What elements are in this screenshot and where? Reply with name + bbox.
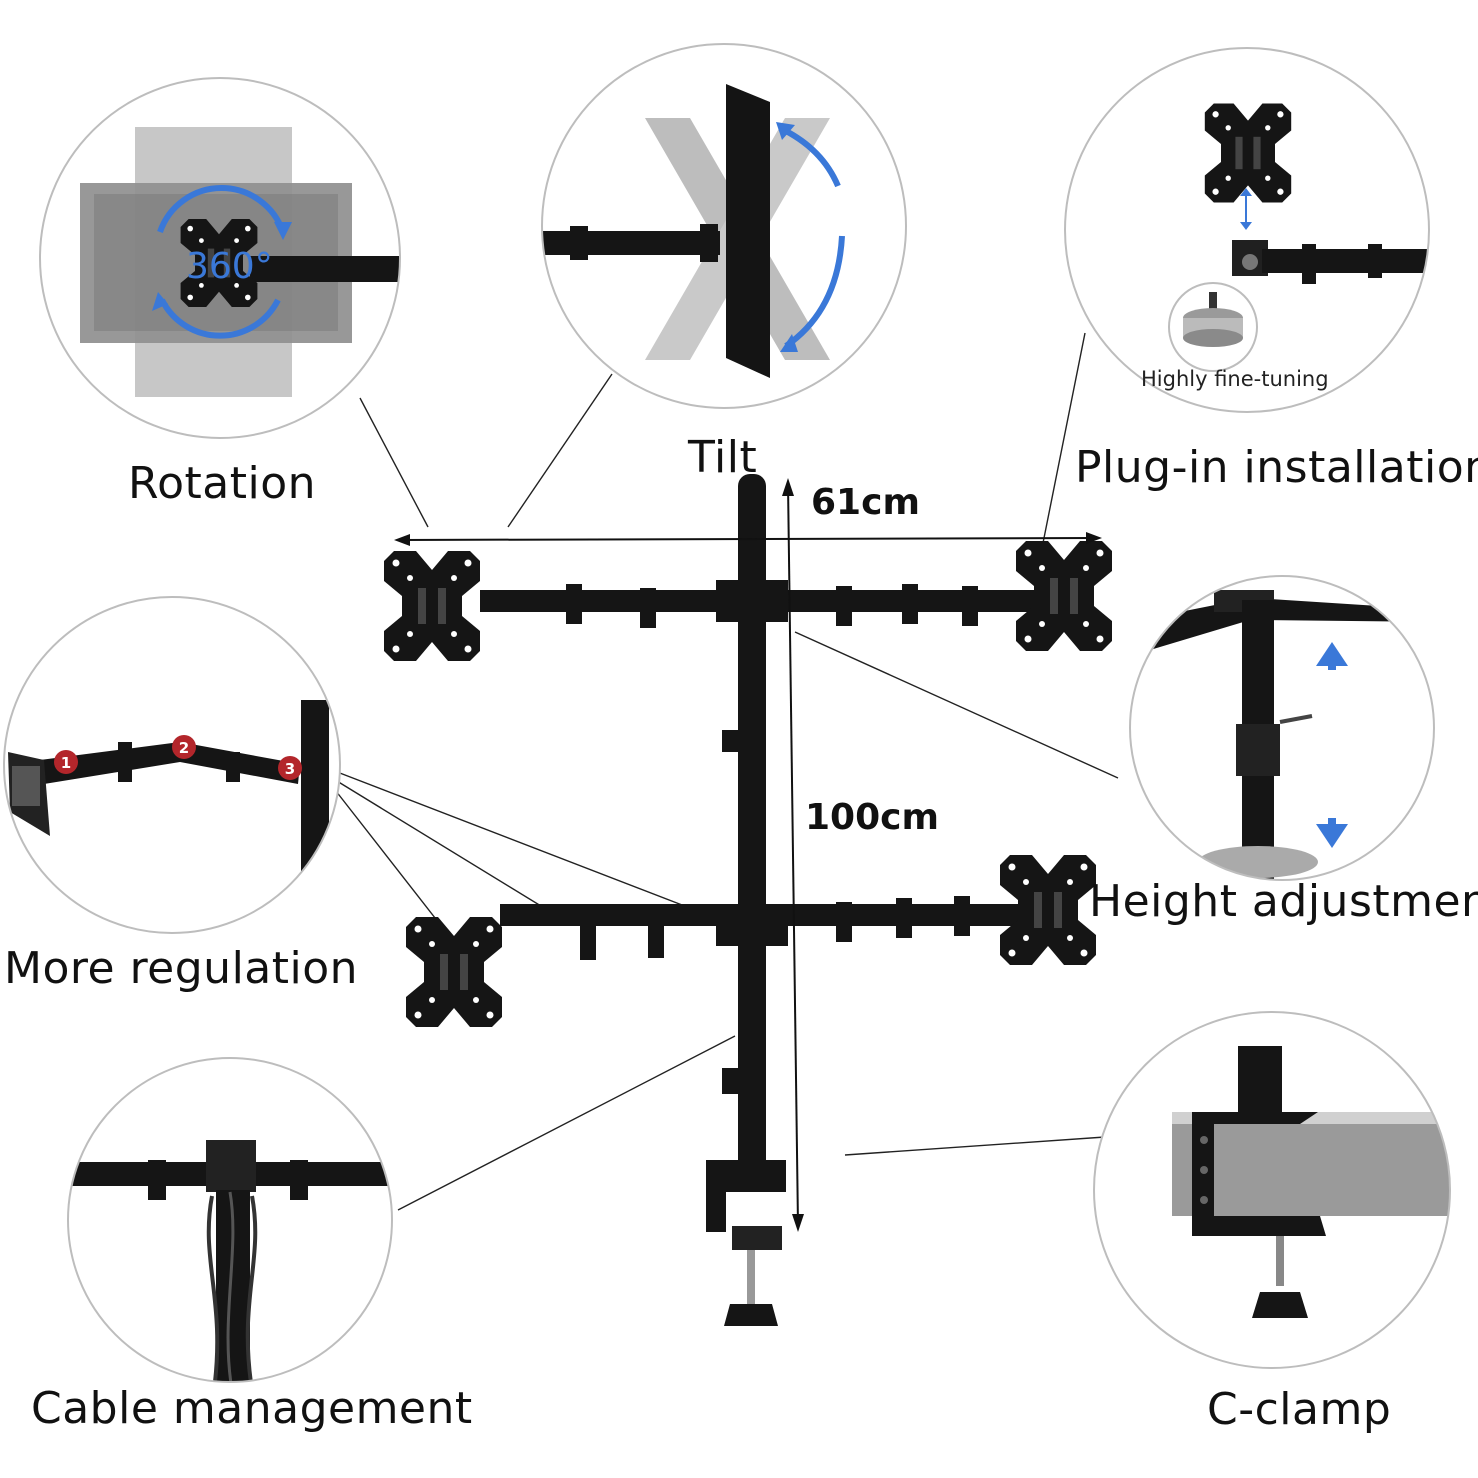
cable-detail-circle	[67, 1057, 393, 1383]
joint-badge-1: 1	[61, 754, 71, 772]
tilt-label: Tilt	[688, 432, 758, 483]
rotate-arrow-icon	[157, 185, 286, 233]
callout-lines	[331, 332, 1119, 1211]
clamp-detail-circle	[1093, 1011, 1451, 1369]
height-dimension: 100cm	[805, 797, 939, 838]
c-clamp-label: C-clamp	[1207, 1384, 1392, 1435]
fine-tuning-caption: Highly fine-tuning	[1141, 367, 1329, 391]
plug-in-detail-circle	[1064, 47, 1430, 413]
joint-badge-3: 3	[285, 760, 295, 778]
more-regulation-label: More regulation	[4, 943, 359, 994]
height-detail-circle	[1129, 575, 1435, 881]
arrow-up-icon	[1316, 642, 1348, 666]
tilt-detail-circle	[541, 43, 907, 409]
joint-badges: 1 2 3	[54, 735, 302, 780]
plug-in-label: Plug-in installation	[1075, 442, 1478, 493]
fine-tuning-inset	[1168, 282, 1258, 372]
rotation-label: Rotation	[128, 458, 317, 509]
rotation-degree-badge: 360°	[186, 246, 273, 287]
quad-monitor-stand	[384, 474, 1112, 1326]
width-dimension: 61cm	[811, 482, 920, 523]
arrow-down-icon	[1316, 824, 1348, 848]
rotation-detail-circle	[39, 77, 401, 439]
cable-management-label: Cable management	[31, 1383, 473, 1434]
dimension-arrows	[394, 478, 1102, 1232]
height-adjustment-label: Height adjustment	[1089, 876, 1478, 927]
joint-badge-2: 2	[179, 739, 189, 757]
regulation-detail-circle	[3, 596, 341, 934]
